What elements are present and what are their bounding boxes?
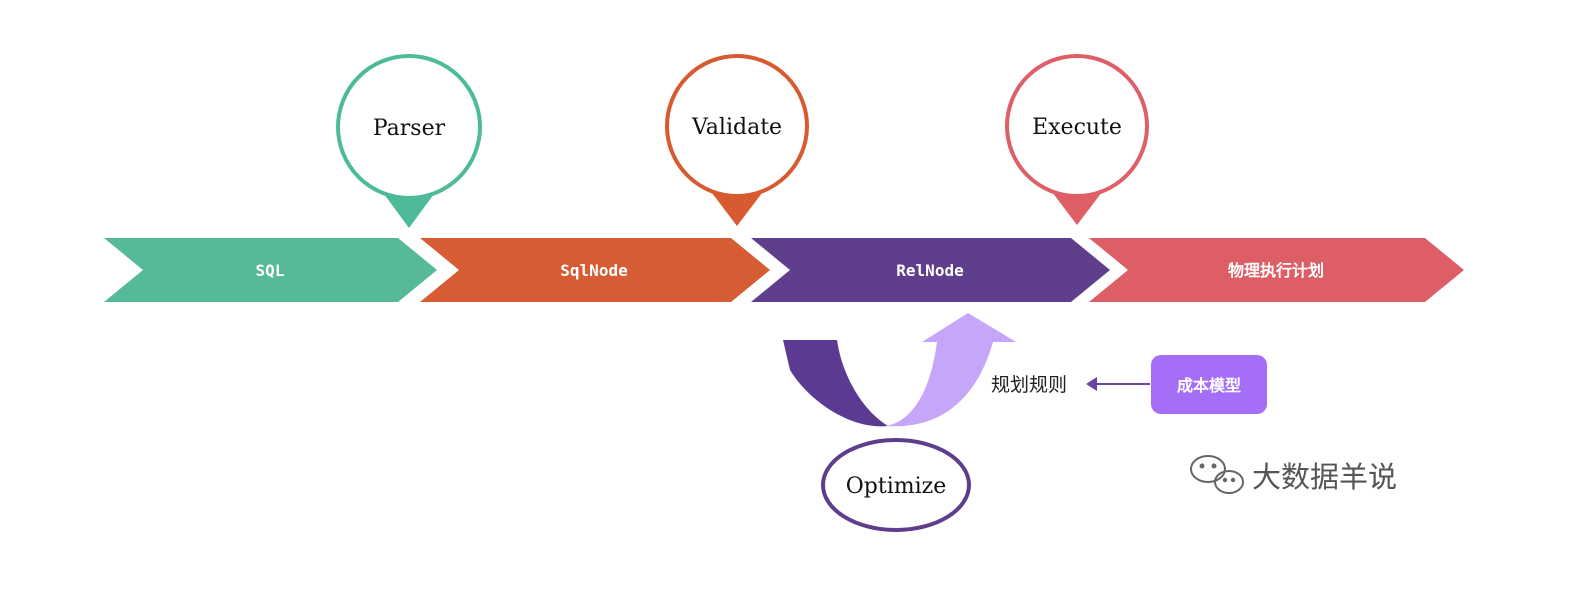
watermark-text: 大数据羊说 (1252, 460, 1397, 494)
stage-relnode: RelNode (751, 238, 1110, 302)
bubble-execute: Execute (1005, 54, 1149, 225)
stage-sql-shape (104, 238, 437, 302)
bubble-validate-circle (665, 54, 809, 198)
optimize-loop-arrow (783, 313, 1016, 427)
bubble-parser: Parser (336, 54, 482, 228)
rules-label: 规划规则 (991, 374, 1067, 396)
stage-physical-plan-label: 物理执行计划 (1228, 261, 1324, 280)
stage-relnode-shape (751, 238, 1110, 302)
bubble-parser-label: Parser (373, 116, 446, 141)
cost-model-box: 成本模型 (1151, 355, 1267, 414)
optimize-ellipse (821, 438, 971, 532)
bubble-execute-label: Execute (1032, 115, 1122, 140)
bubble-execute-pointer (1052, 192, 1102, 225)
cost-model-label: 成本模型 (1177, 376, 1241, 395)
bubble-validate: Validate (665, 54, 809, 226)
loop-arrow-up-band (886, 313, 1016, 427)
bubble-validate-pointer (712, 193, 762, 226)
bubble-parser-pointer (384, 194, 434, 228)
stage-sql: SQL (104, 238, 437, 302)
optimize-node: Optimize (821, 438, 971, 532)
bubble-parser-circle (336, 54, 482, 200)
wechat-icon (1190, 455, 1244, 494)
stage-sqlnode: SqlNode (420, 238, 770, 302)
stage-physical-plan: 物理执行计划 (1089, 238, 1464, 302)
stage-sqlnode-label: SqlNode (560, 261, 627, 280)
bubble-execute-circle (1005, 54, 1149, 198)
bubble-validate-label: Validate (691, 115, 782, 140)
stage-relnode-label: RelNode (896, 261, 963, 280)
cost-model-rect (1151, 355, 1267, 414)
stage-sql-label: SQL (256, 261, 285, 280)
stage-physical-plan-shape (1089, 238, 1464, 302)
cost-arrow-head (1086, 377, 1097, 391)
optimize-label: Optimize (846, 474, 947, 499)
stage-sqlnode-shape (420, 238, 770, 302)
cost-to-rules-arrow (1086, 377, 1150, 391)
loop-arrow-down-band (783, 340, 888, 427)
watermark: 大数据羊说 (1190, 455, 1397, 494)
